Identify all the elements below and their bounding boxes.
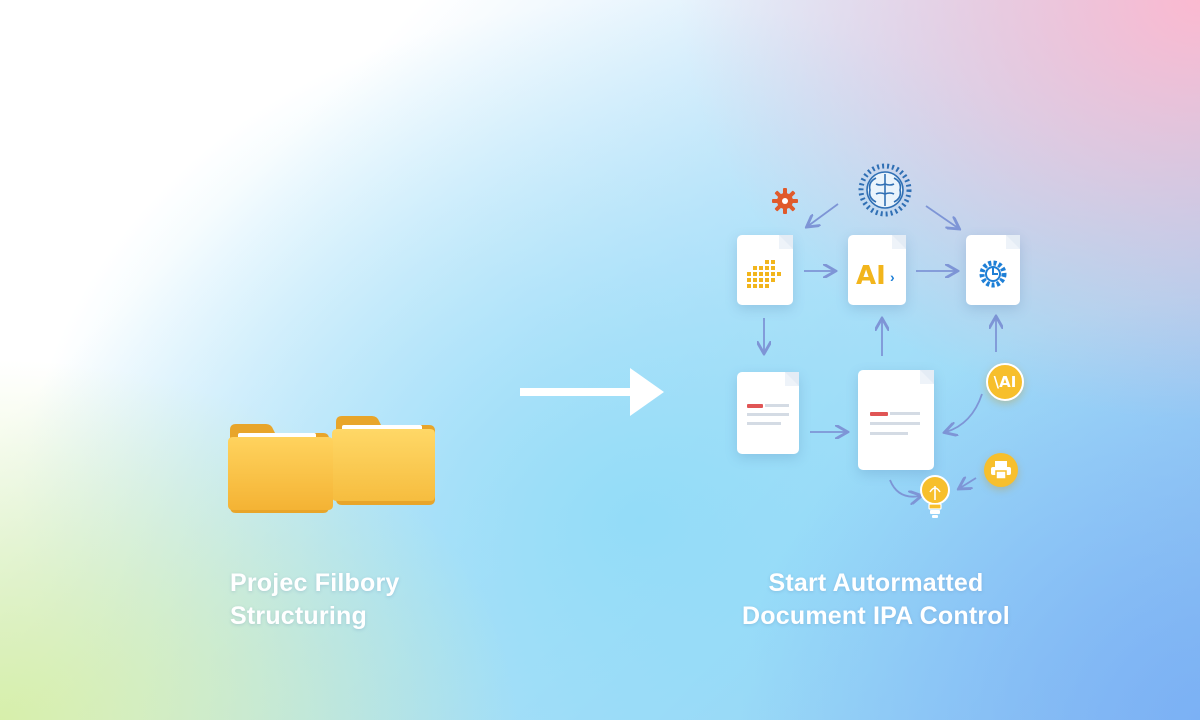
ai-doc-text: AI [856,261,886,291]
gear-icon [772,188,798,214]
flow-arrow-icon [889,479,920,497]
right-caption-line1: Start Autormatted [768,569,984,597]
flow-arrow-icon [808,203,839,226]
flow-arrow-icon [946,393,983,432]
folder-icon[interactable] [332,416,435,505]
grid-document-icon[interactable] [737,235,793,305]
right-caption: Start Autormatted Document IPA Control [722,567,1030,633]
printer-icon[interactable] [984,453,1018,487]
text-document-icon[interactable] [858,370,934,470]
right-caption-line2: Document IPA Control [742,602,1010,630]
flow-arrows [700,203,1060,530]
arrow-right-icon [520,368,664,416]
flow-arrow-icon [925,205,958,228]
ai-badge-text: \AI [993,373,1017,391]
folder-icon[interactable] [228,424,333,513]
left-caption-line2: Structuring [230,602,367,630]
folders-group [228,416,435,513]
brain-gear-icon [858,163,912,217]
text-document-icon[interactable] [737,372,799,454]
ai-doc-arrow: › [890,269,895,285]
gear-document-icon[interactable] [966,235,1020,305]
left-caption-line1: Projec Filbory [230,569,400,597]
lightbulb-icon [920,475,950,518]
ai-badge-icon[interactable]: \AI [986,363,1024,401]
ai-document-icon[interactable]: AI › [848,235,906,305]
left-caption: Projec Filbory Structuring [230,567,400,633]
flow-arrow-icon [960,478,977,488]
